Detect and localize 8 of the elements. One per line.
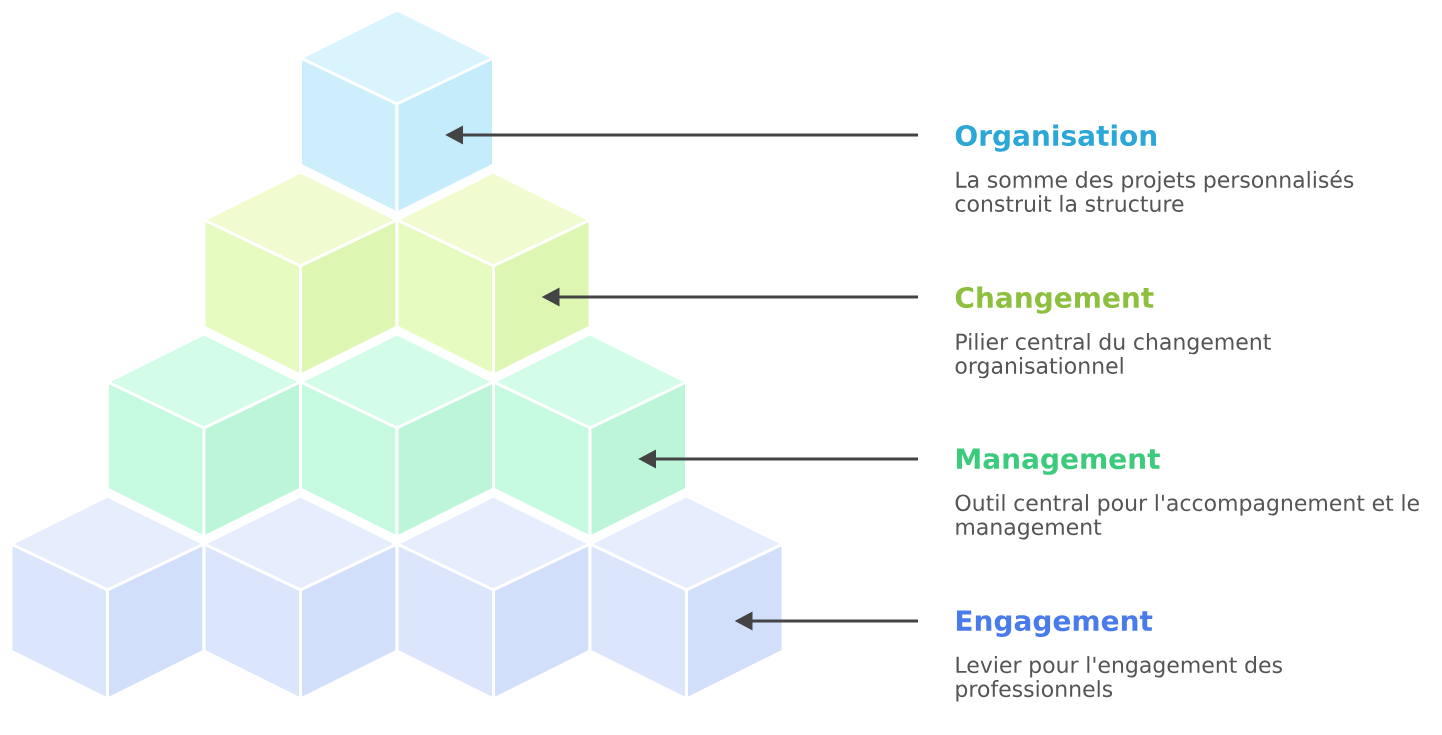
heading: Changement bbox=[955, 286, 1154, 314]
heading: Engagement bbox=[957, 610, 1153, 637]
description: Outil central pour l'accompagnement et le management bbox=[955, 494, 1419, 540]
description: Pilier central du changement organisationnel bbox=[955, 332, 1271, 379]
heading: Management bbox=[957, 448, 1160, 475]
description: La somme des projets personnalisés construit la structure bbox=[955, 170, 1354, 212]
heading: Organisation bbox=[955, 124, 1157, 152]
description: Levier pour l'engagement des professionnels bbox=[956, 656, 1282, 702]
